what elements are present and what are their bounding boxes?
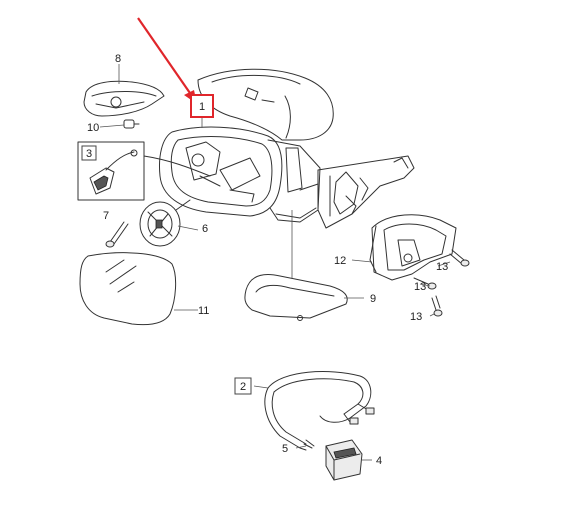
wiring-harness — [264, 371, 375, 451]
callout-3-label: 3 — [86, 148, 92, 160]
callout-11-label: 11 — [198, 305, 209, 317]
callout-10-label: 10 — [87, 122, 99, 134]
callout-13b-label: 13 — [414, 281, 426, 293]
mirror-adjuster — [139, 199, 191, 247]
callout-2-label: 2 — [240, 381, 246, 393]
screw — [105, 221, 129, 248]
leader-lines — [99, 64, 451, 461]
callout-1: 1 — [190, 94, 214, 118]
callout-6-label: 6 — [202, 223, 208, 235]
harness-connector — [325, 439, 363, 481]
lower-cover — [244, 274, 348, 321]
highlight-arrow — [137, 17, 197, 104]
callout-1-label: 1 — [199, 101, 205, 113]
mirror-glass — [79, 252, 177, 326]
bulb — [123, 119, 140, 129]
callout-7-label: 7 — [103, 210, 109, 222]
wire-connector-inset — [77, 141, 211, 201]
mirror-housing — [159, 126, 321, 223]
base-plate — [369, 214, 457, 281]
mirror-cover — [197, 68, 334, 141]
callout-9-label: 9 — [370, 293, 376, 305]
callout-13c-label: 13 — [410, 311, 422, 323]
callout-4-label: 4 — [376, 455, 382, 467]
mount-bracket — [317, 155, 415, 229]
screw-13b — [413, 277, 437, 290]
turn-signal-lamp — [83, 80, 165, 117]
callout-8-label: 8 — [115, 53, 121, 65]
callout-3: 3 — [81, 145, 97, 161]
callout-5-label: 5 — [282, 443, 288, 455]
screw-13c — [431, 295, 443, 317]
screw-13a — [449, 249, 470, 267]
callout-12-label: 12 — [334, 255, 346, 267]
callout-2: 2 — [234, 377, 252, 395]
callout-13a-label: 13 — [436, 261, 448, 273]
